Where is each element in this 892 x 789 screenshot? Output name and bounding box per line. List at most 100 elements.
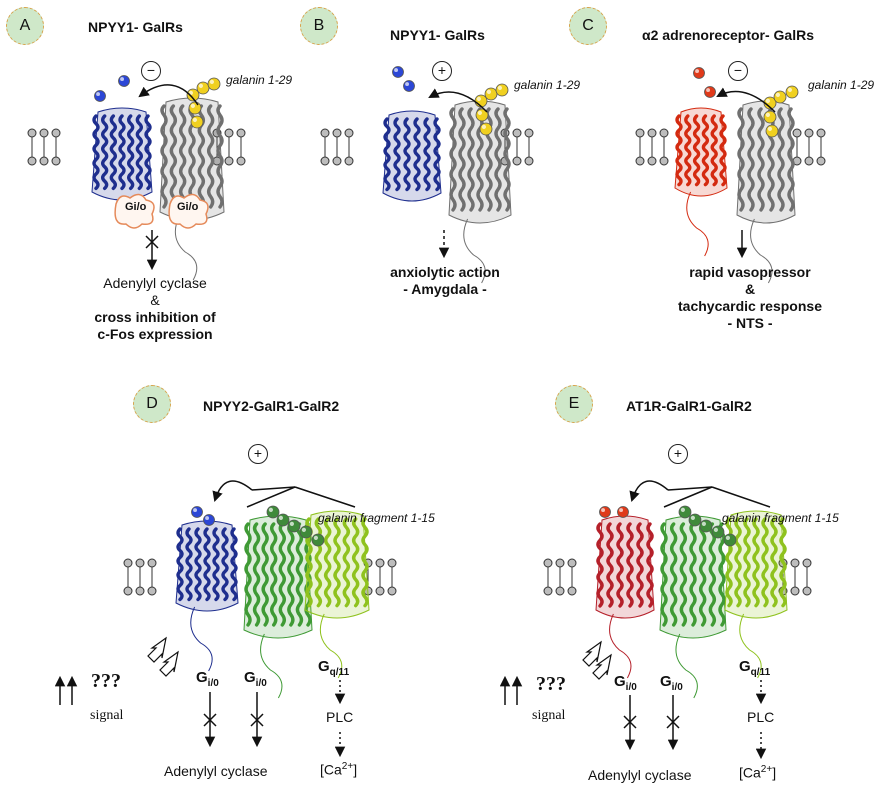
receptor-helix xyxy=(747,107,755,212)
bead-highlight xyxy=(787,87,793,92)
ligand-bead xyxy=(392,66,404,78)
lipid-head xyxy=(635,156,645,166)
panel-e-title: AT1R-GalR1-GalR2 xyxy=(626,398,752,414)
bead-highlight xyxy=(725,535,731,541)
bead-highlight xyxy=(601,508,605,512)
membrane-lipid-group xyxy=(363,558,397,596)
galr-receptor-a xyxy=(159,97,225,281)
receptor-helix xyxy=(221,527,229,602)
panel-c-output-line-1: rapid vasopressor xyxy=(689,264,811,280)
ligand-bead xyxy=(678,505,692,519)
receptor-helix xyxy=(252,522,261,627)
lipid-head xyxy=(135,558,145,568)
lipid-head xyxy=(224,156,234,166)
receptor-helix xyxy=(287,522,295,627)
panel-c-inhibit-sign: − xyxy=(728,61,748,81)
receptor-helix xyxy=(393,117,401,192)
curved-arrow-b xyxy=(428,88,488,113)
ligand-bead xyxy=(617,506,629,518)
bead-highlight xyxy=(619,508,623,512)
receptor-helix xyxy=(449,107,457,212)
receptor-outline xyxy=(382,110,442,202)
bead-highlight xyxy=(767,126,773,131)
ligand-bead xyxy=(704,86,716,98)
bead-highlight xyxy=(394,68,399,72)
ligand-bead xyxy=(723,533,737,547)
receptor-helix xyxy=(342,517,351,608)
panel-e-plc: PLC xyxy=(747,709,775,725)
receptor-helix xyxy=(684,114,692,187)
bracket-line-e xyxy=(663,486,713,508)
galanin-chain-c xyxy=(763,85,799,138)
bead-highlight xyxy=(775,92,781,97)
bead-highlight xyxy=(268,507,273,512)
receptor-helix xyxy=(144,114,152,191)
receptor-helix xyxy=(261,522,269,627)
lipid-head xyxy=(51,156,61,166)
receptor-helix xyxy=(100,114,109,191)
receptor-helix xyxy=(351,517,360,608)
lipid-head xyxy=(524,156,534,166)
receptor-helix xyxy=(689,522,697,627)
block-cross-a xyxy=(145,235,159,249)
lipid-head xyxy=(27,128,37,138)
bead-highlight xyxy=(301,527,306,533)
ligand-bead xyxy=(403,80,415,92)
bead-highlight xyxy=(289,521,294,527)
bead-highlight xyxy=(190,103,195,108)
receptor-helix xyxy=(212,527,220,602)
receptor-helix xyxy=(203,527,211,602)
membrane-lipid-group xyxy=(500,128,534,166)
receptor-helix xyxy=(503,107,511,212)
ligand-beads xyxy=(94,66,799,547)
panel-b-title: NPYY1- GalRs xyxy=(390,27,485,43)
ligand-bead xyxy=(484,87,498,101)
at1r-receptor-e xyxy=(595,515,655,679)
receptor-loop xyxy=(739,613,762,679)
receptor-helix xyxy=(675,114,683,187)
lipid-head xyxy=(320,128,330,138)
npyy1-receptor-b xyxy=(382,110,442,202)
lipid-head xyxy=(147,558,157,568)
ligand-bead xyxy=(203,514,215,526)
ligand-bead xyxy=(474,94,488,108)
receptor-helix xyxy=(646,522,654,608)
hollow-arrow-e xyxy=(582,640,602,667)
panel-a-output: Adenylyl cyclase & cross inhibition of c… xyxy=(55,275,255,343)
lipid-head xyxy=(236,128,246,138)
panel-e-activate-sign: + xyxy=(668,444,688,464)
lipid-head xyxy=(804,128,814,138)
bead-highlight xyxy=(695,69,699,73)
receptor-helix xyxy=(725,517,733,608)
lipid-head xyxy=(375,558,385,568)
ligand-bead xyxy=(299,525,313,539)
receptor-loop xyxy=(174,215,198,281)
ligand-bead xyxy=(287,519,301,533)
receptor-helix xyxy=(278,522,286,627)
bead-highlight xyxy=(193,508,197,512)
galr-receptor-c xyxy=(736,100,796,284)
lipid-head xyxy=(51,128,61,138)
hollow-arrow-d xyxy=(159,650,179,677)
panel-e-gi-left: Gi/0 xyxy=(614,673,637,693)
panel-a-label: A xyxy=(6,7,44,45)
receptor-loop xyxy=(463,218,486,284)
lipid-head xyxy=(647,128,657,138)
lipid-head xyxy=(802,586,812,596)
panel-a-gprotein-right: Gi/o xyxy=(177,201,199,213)
receptor-helix xyxy=(216,104,224,209)
receptor-helix xyxy=(596,522,604,608)
bracket-line-d xyxy=(294,486,356,508)
panel-a-output-line-3: cross inhibition of xyxy=(94,309,216,325)
receptor-helix xyxy=(606,522,614,608)
receptor-helix xyxy=(433,117,441,192)
ligand-bead xyxy=(190,115,204,129)
receptor-helix xyxy=(708,522,717,627)
receptor-helix xyxy=(734,517,742,608)
ligand-bead xyxy=(711,525,725,539)
lipid-head xyxy=(816,156,826,166)
receptor-outline xyxy=(595,515,655,619)
membrane-lipid-group xyxy=(635,128,669,166)
